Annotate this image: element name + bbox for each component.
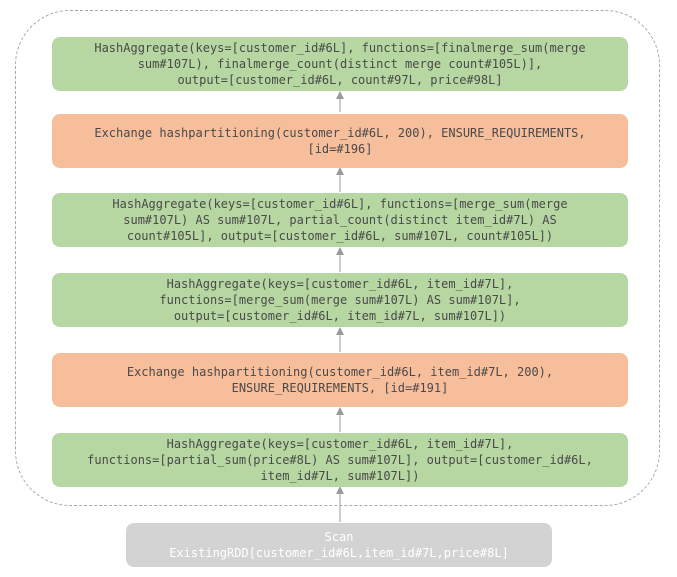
node-label: HashAggregate(keys=[customer_id#6L], fun… <box>94 41 586 87</box>
arrowhead-icon <box>336 486 344 494</box>
node-label: HashAggregate(keys=[customer_id#6L], fun… <box>112 197 568 243</box>
node-merge-sum-hash-aggregate[interactable]: HashAggregate(keys=[customer_id#6L, item… <box>52 273 628 327</box>
node-exchange-customer[interactable]: Exchange hashpartitioning(customer_id#6L… <box>52 114 628 168</box>
arrowhead-icon <box>336 247 344 255</box>
node-scan-existing-rdd[interactable]: Scan ExistingRDD[customer_id#6L,item_id#… <box>126 523 552 567</box>
node-partial-sum-hash-aggregate[interactable]: HashAggregate(keys=[customer_id#6L, item… <box>52 433 628 487</box>
node-label: HashAggregate(keys=[customer_id#6L, item… <box>87 437 593 483</box>
arrowhead-icon <box>336 327 344 335</box>
node-final-hash-aggregate[interactable]: HashAggregate(keys=[customer_id#6L], fun… <box>52 37 628 91</box>
node-label: Exchange hashpartitioning(customer_id#6L… <box>94 126 586 156</box>
stage-container-dashed <box>15 10 660 506</box>
node-label: Exchange hashpartitioning(customer_id#6L… <box>126 365 554 395</box>
arrowhead-icon <box>336 407 344 415</box>
arrowhead-icon <box>336 91 344 99</box>
arrowhead-icon <box>336 167 344 175</box>
node-label: Scan ExistingRDD[customer_id#6L,item_id#… <box>169 530 509 560</box>
node-exchange-customer-item[interactable]: Exchange hashpartitioning(customer_id#6L… <box>52 353 628 407</box>
node-partial-count-hash-aggregate[interactable]: HashAggregate(keys=[customer_id#6L], fun… <box>52 193 628 247</box>
node-label: HashAggregate(keys=[customer_id#6L, item… <box>159 277 521 323</box>
